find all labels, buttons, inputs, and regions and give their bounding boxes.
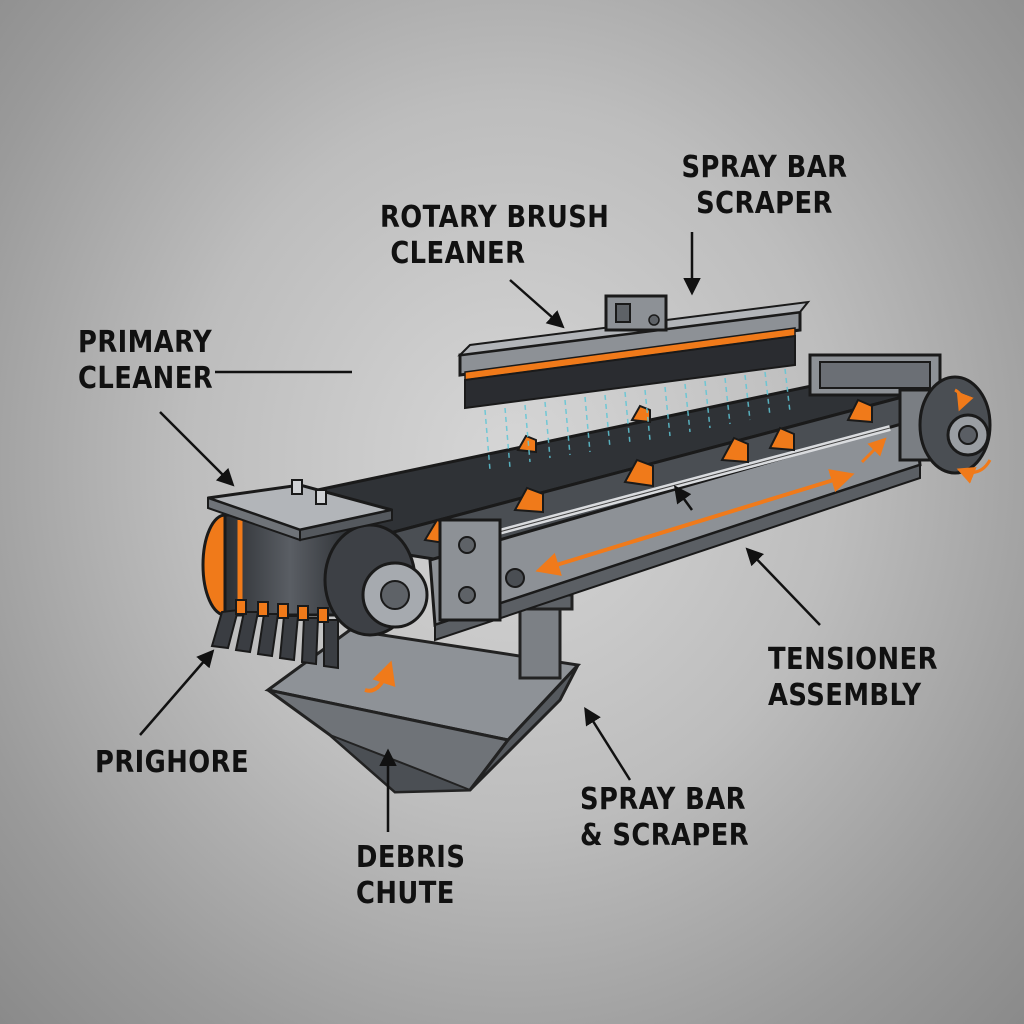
label-spray-bar-and-scraper: SPRAY BAR & SCRAPER xyxy=(580,782,750,853)
label-primary-cleaner: PRIMARY CLEANER xyxy=(78,325,214,396)
label-spray-bar-scraper: SPRAY BAR SCRAPER xyxy=(681,150,848,221)
label-rotary-brush-cleaner: ROTARY BRUSH CLEANER xyxy=(380,200,610,271)
spray-lines xyxy=(484,368,791,471)
head-drum xyxy=(201,513,525,637)
scraper-blades xyxy=(210,599,339,670)
label-prighore: PRIGHORE xyxy=(95,745,250,780)
tail-pulley xyxy=(808,353,992,484)
leader-lines xyxy=(139,232,821,832)
debris-chute xyxy=(264,628,582,794)
label-debris-chute: DEBRIS CHUTE xyxy=(356,840,466,911)
primary-cleaner-plate xyxy=(207,479,393,542)
rotary-brush xyxy=(457,294,811,410)
label-tensioner-assembly: TENSIONER ASSEMBLY xyxy=(768,642,938,713)
